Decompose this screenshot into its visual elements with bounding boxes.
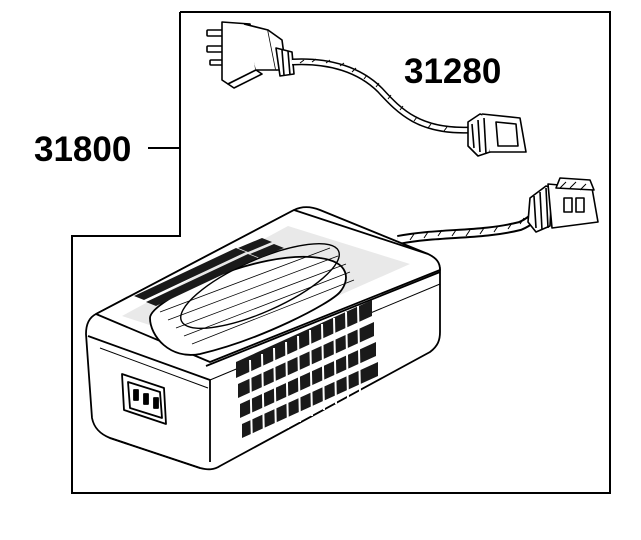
power-cord-drawing (206, 21, 527, 157)
charger-drawing (85, 177, 599, 471)
assembly-frame (71, 11, 611, 494)
part-number-31800: 31800 (34, 130, 132, 169)
part-number-31280: 31280 (404, 52, 502, 91)
